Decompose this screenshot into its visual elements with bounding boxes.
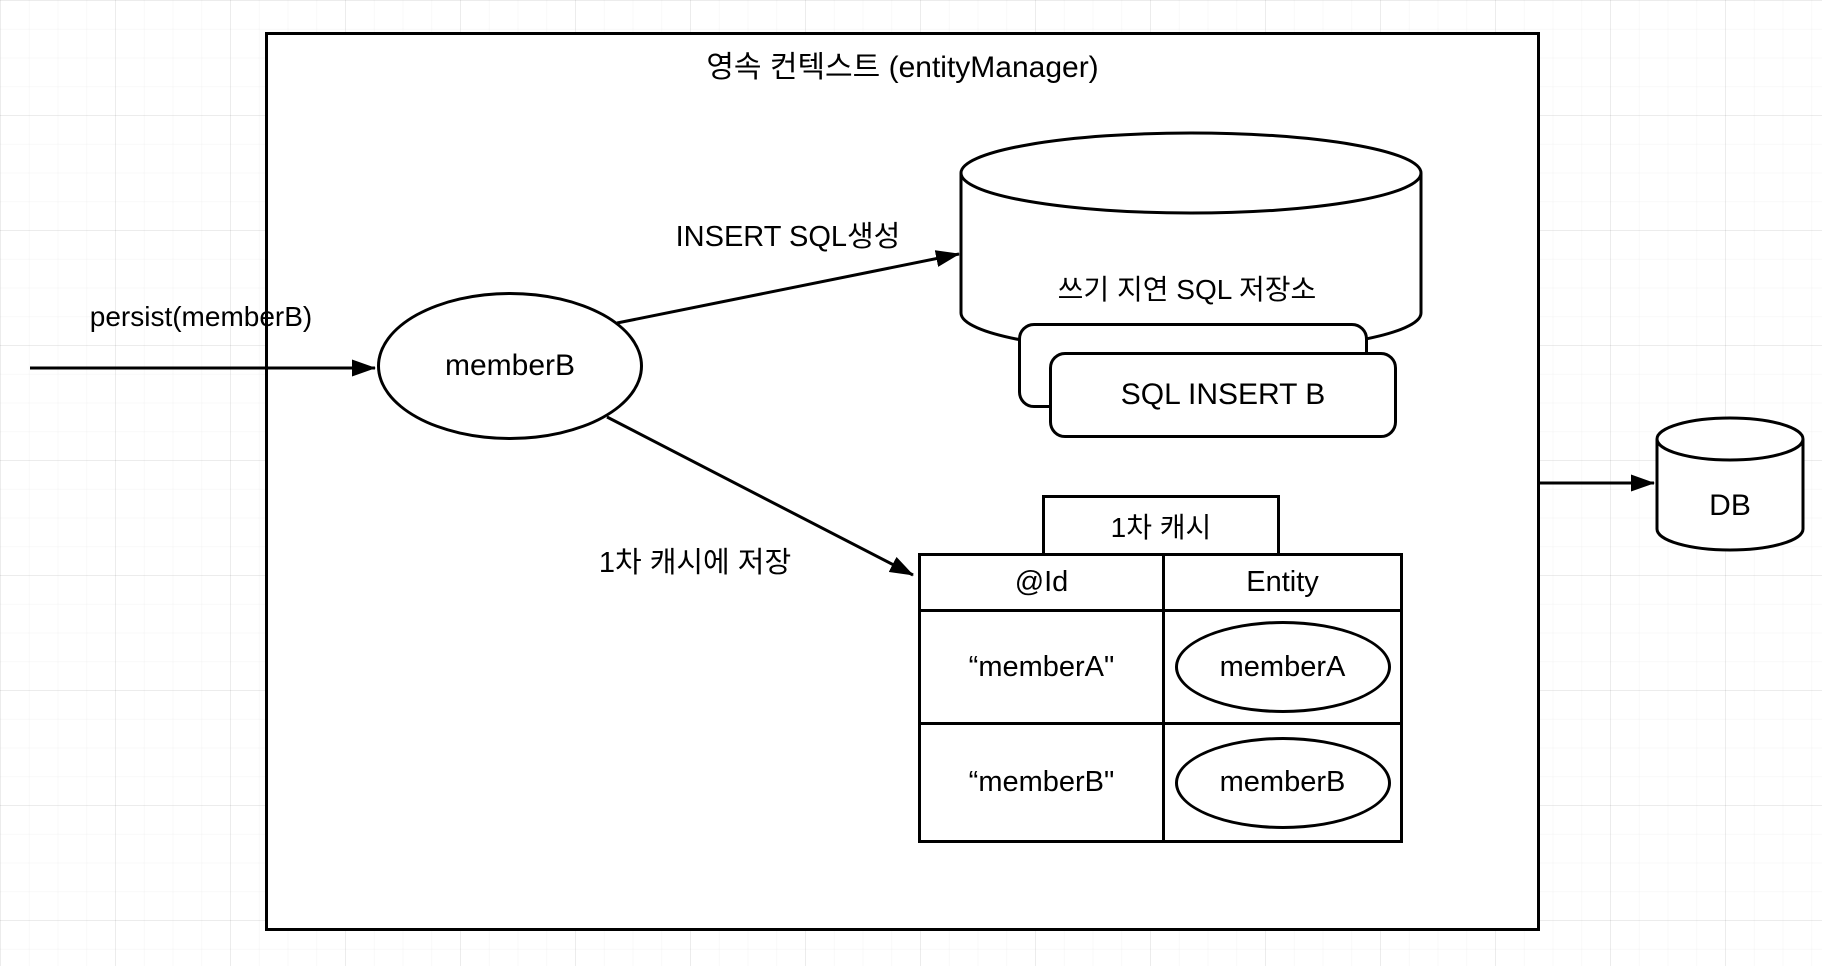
insert-sql-arrow-label: INSERT SQL생성 <box>675 221 901 253</box>
member-entity-label: memberB <box>444 349 576 382</box>
persistence-context-title: 영속 컨텍스트 (entityManager) <box>706 51 1099 84</box>
save-cache-arrow-label: 1차 캐시에 저장 <box>598 547 792 579</box>
sql-card-front: SQL INSERT B <box>1049 352 1397 438</box>
sql-store-label: 쓰기 지연 SQL 저장소 <box>1057 274 1317 305</box>
first-level-cache-title: 1차 캐시 <box>1110 511 1212 543</box>
db-label: DB <box>1709 489 1751 522</box>
entity-ellipse-memberB: memberB <box>1174 736 1391 829</box>
entity-label: memberB <box>1219 766 1346 798</box>
cache-row-id: “memberA" <box>921 612 1165 725</box>
first-level-cache-tab: 1차 캐시 <box>1042 495 1280 556</box>
sql-card-label: SQL INSERT B <box>1120 378 1326 411</box>
entity-ellipse-memberA: memberA <box>1174 621 1391 713</box>
cache-header-id: @Id <box>921 556 1165 612</box>
first-level-cache-table: @Id Entity “memberA" memberA “memberB" m… <box>918 553 1403 843</box>
cache-header-entity: Entity <box>1165 556 1400 612</box>
cache-row-entity: memberB <box>1165 725 1400 840</box>
persist-arrow-label: persist(memberB) <box>89 301 313 332</box>
cache-row-id: “memberB" <box>921 725 1165 840</box>
entity-label: memberA <box>1219 650 1346 683</box>
member-entity-ellipse: memberB <box>377 292 643 440</box>
cache-row-entity: memberA <box>1165 612 1400 725</box>
db-cylinder-top <box>1655 416 1805 462</box>
